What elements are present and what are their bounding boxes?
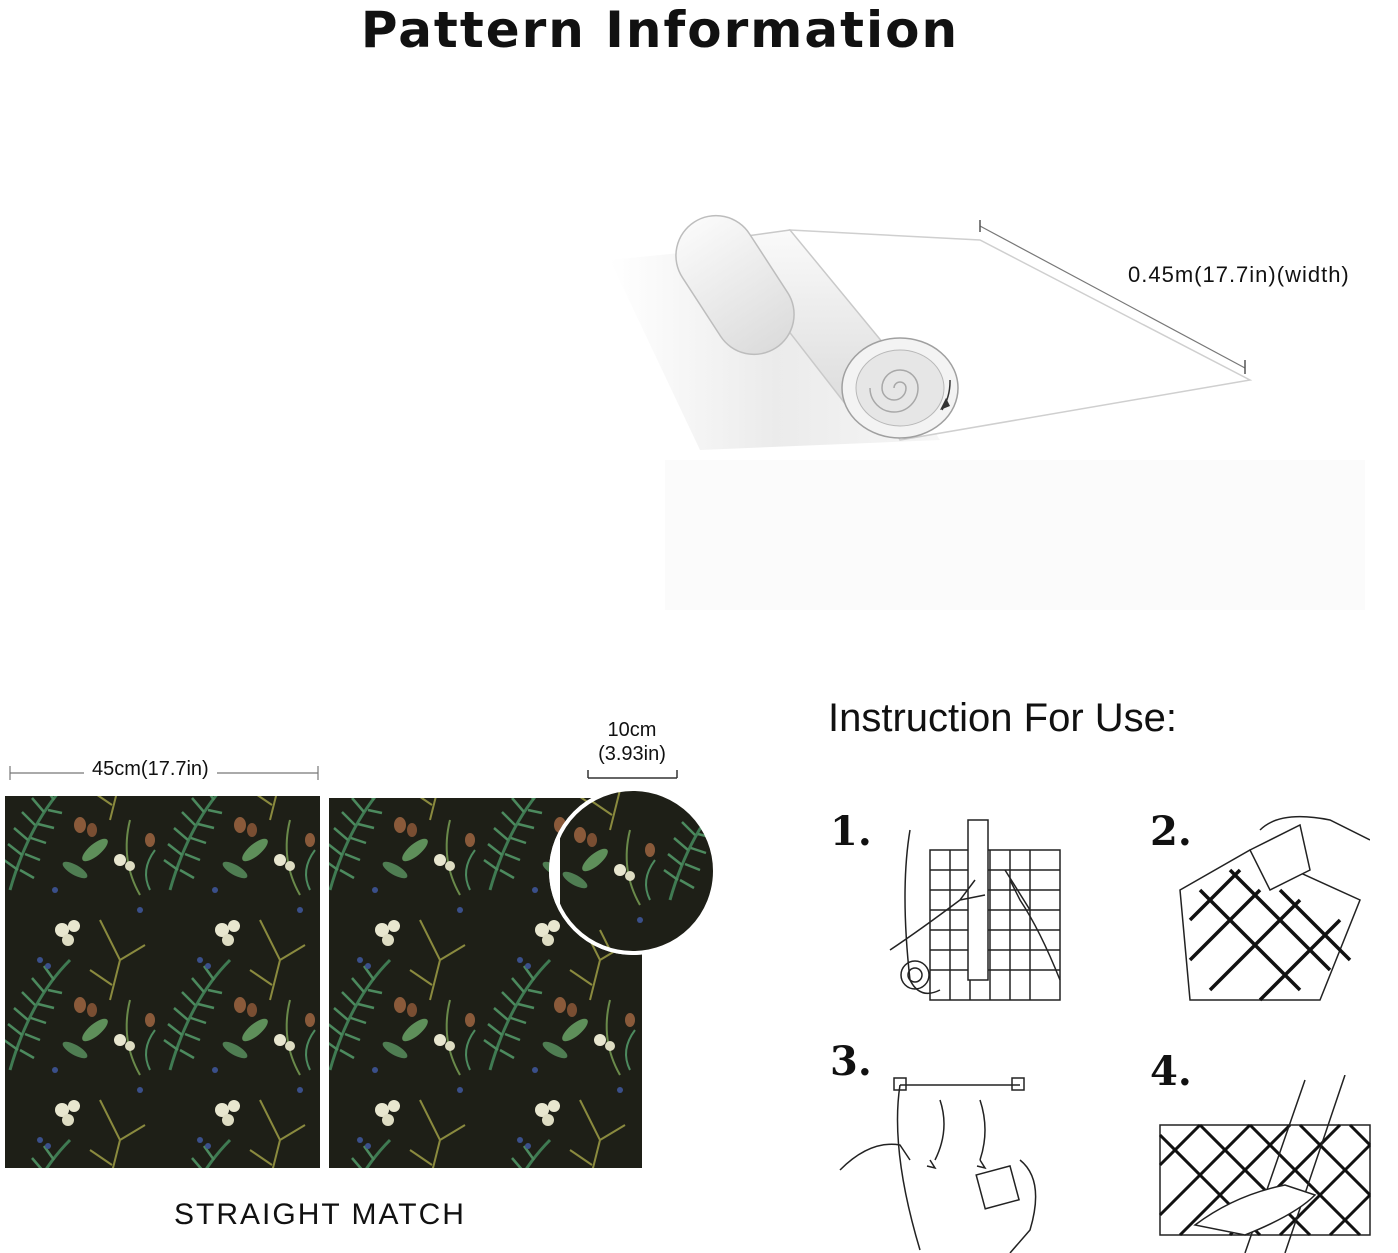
apply-smooth-icon: [839, 1077, 1037, 1253]
step-1-number: 1.: [830, 808, 872, 855]
measure-cut-icon: [889, 819, 1061, 1001]
repeat-size-in: (3.93in): [598, 743, 666, 765]
wallpaper-roll-illustration: [610, 214, 1365, 610]
step-4-number: 4.: [1150, 1048, 1192, 1095]
press-flat-icon: [1158, 1075, 1372, 1253]
page-title: Pattern Information: [360, 1, 960, 59]
roll-width-label: 0.45m(17.7in)(width): [1128, 262, 1350, 287]
instructions-title: Instruction For Use:: [828, 696, 1178, 740]
panel-width-label: 45cm(17.7in): [84, 758, 217, 781]
step-2-number: 2.: [1150, 808, 1192, 855]
repeat-size-cm: 10cm: [607, 719, 657, 741]
peel-backing-icon: [1179, 815, 1370, 1002]
match-type-label: STRAIGHT MATCH: [174, 1198, 466, 1231]
repeat-size-label: 10cm (3.93in): [582, 718, 682, 766]
botanical-pattern-panels: [5, 766, 717, 1168]
step-3-number: 3.: [830, 1038, 872, 1085]
